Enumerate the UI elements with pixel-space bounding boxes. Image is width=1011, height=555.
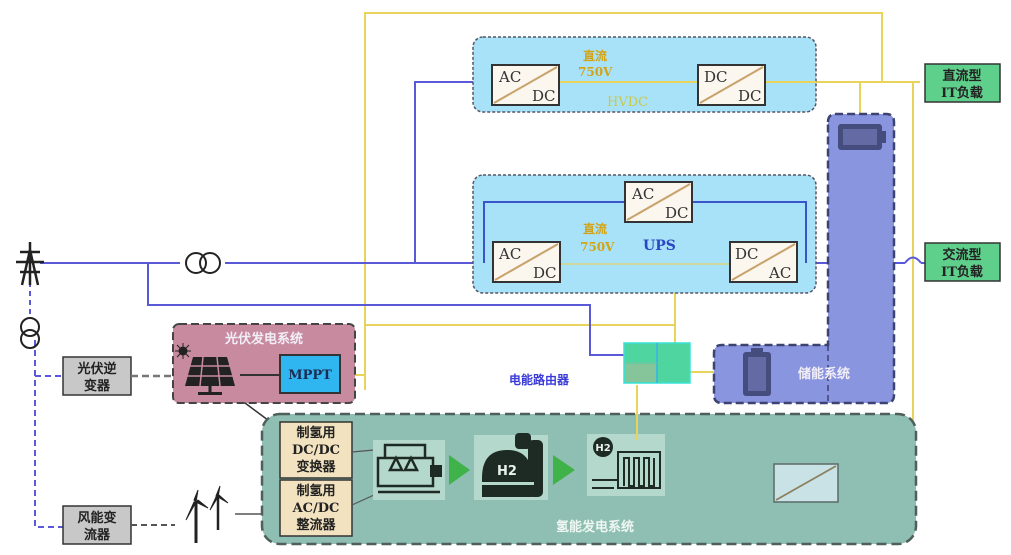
pv-inverter[interactable]: 光伏逆 变器 <box>62 356 132 396</box>
hydrogen-system-label: 氢能发电系统 <box>556 519 634 535</box>
ups-rectifier[interactable]: AC DC <box>492 241 561 283</box>
converter-top-label: AC <box>498 245 521 263</box>
ac-crossing-hop <box>904 256 922 264</box>
converter-bottom-label: DC <box>665 204 689 222</box>
ups-label: UPS <box>643 238 676 254</box>
rectifier-label-line1: 制氢用 <box>296 483 335 499</box>
hvdc-label: HVDC <box>607 95 648 110</box>
load-label-line2: IT负载 <box>941 85 983 101</box>
converter-bottom-label: DC <box>738 87 762 105</box>
mppt-box[interactable]: MPPT <box>279 354 341 394</box>
tank-h2-label: H2 <box>497 464 517 479</box>
ac-to-router-line <box>147 263 625 356</box>
converter-bottom-label: DC <box>533 264 557 282</box>
energy-router[interactable] <box>623 342 691 384</box>
battery-icon <box>838 124 886 150</box>
fuel-cell-icon: H2 <box>587 434 665 496</box>
ups-bus-label: 直流 <box>583 221 607 236</box>
converter-top-label: AC <box>498 68 521 86</box>
rectifier-label-line2: AC/DC <box>292 501 340 516</box>
converter-label-line3: 变换器 <box>296 459 336 475</box>
storage-label: 储能系统 <box>797 366 850 382</box>
load-label-line1: 交流型 <box>942 247 981 263</box>
ac-it-load[interactable]: 交流型 IT负载 <box>924 242 1001 282</box>
storage-system[interactable]: 储能系统 <box>712 112 896 405</box>
top-dc-loop-line <box>364 12 883 390</box>
hydrogen-system[interactable]: 氢能发电系统 制氢用 DC/DC 变换器 制氢用 AC/DC 整流器 <box>260 412 918 546</box>
converter-label-line2: DC/DC <box>292 443 340 458</box>
flow-arrow-icon <box>553 455 575 485</box>
load-label-line1: 直流型 <box>942 68 981 84</box>
hvdc-bus-voltage: 750V <box>578 65 613 79</box>
hvdc-dcdc-converter[interactable]: DC DC <box>697 64 766 106</box>
converter-bottom-label: DC <box>532 87 556 105</box>
ups-bypass-converter[interactable]: AC DC <box>624 181 693 223</box>
wind-turbine-icon <box>185 485 229 543</box>
transmission-tower-icon <box>16 242 44 286</box>
hydrogen-tank-icon: H2 <box>474 433 548 500</box>
converter-label-line1: 制氢用 <box>296 425 335 441</box>
converter-bottom-label: AC <box>768 264 791 282</box>
converter-top-label: DC <box>704 68 728 86</box>
battery-icon <box>743 348 771 396</box>
converter-top-label: AC <box>631 185 654 203</box>
energy-router-label: 电能路由器 <box>509 372 570 387</box>
wind-converter[interactable]: 风能变 流器 <box>62 505 132 545</box>
ups-inverter[interactable]: DC AC <box>729 241 798 283</box>
fuel-cell-h2-label: H2 <box>595 443 610 454</box>
wind-ac-line <box>34 340 65 528</box>
hydrogen-output-converter[interactable] <box>773 463 839 503</box>
transformer-icon <box>185 252 221 274</box>
converter-top-label: DC <box>735 245 759 263</box>
ups-panel: AC DC AC DC DC AC 直流 750V UPS <box>472 174 817 294</box>
hydrogen-dcdc-converter[interactable]: 制氢用 DC/DC 变换器 <box>279 421 353 479</box>
ups-bus-voltage: 750V <box>580 240 615 254</box>
dc-it-load[interactable]: 直流型 IT负载 <box>924 63 1001 103</box>
hvdc-panel: AC DC DC DC 直流 750V HVDC <box>472 36 817 113</box>
flow-arrow-icon <box>449 455 470 485</box>
mppt-label: MPPT <box>288 368 332 383</box>
pv-system[interactable]: 光伏发电系统 MPPT <box>172 323 356 404</box>
sun-icon <box>175 343 191 359</box>
rectifier-label-line3: 整流器 <box>295 517 336 533</box>
ac-bus-lines <box>29 81 935 528</box>
pv-inverter-label-line1: 光伏逆 <box>76 361 116 377</box>
electrolyzer-icon <box>373 440 445 500</box>
hvdc-rectifier[interactable]: AC DC <box>491 64 560 106</box>
pv-system-label: 光伏发电系统 <box>224 331 303 347</box>
hvdc-ac-feed-line <box>414 81 490 263</box>
solar-panel-icon <box>185 356 235 395</box>
load-label-line2: IT负载 <box>941 264 983 280</box>
transformer-icon <box>20 317 40 349</box>
hvdc-bus-label: 直流 <box>583 48 607 63</box>
wind-converter-label-line2: 流器 <box>84 527 111 543</box>
pv-inverter-label-line2: 变器 <box>84 378 111 394</box>
wind-converter-label-line1: 风能变 <box>77 510 116 526</box>
hydrogen-acdc-rectifier[interactable]: 制氢用 AC/DC 整流器 <box>279 479 353 537</box>
